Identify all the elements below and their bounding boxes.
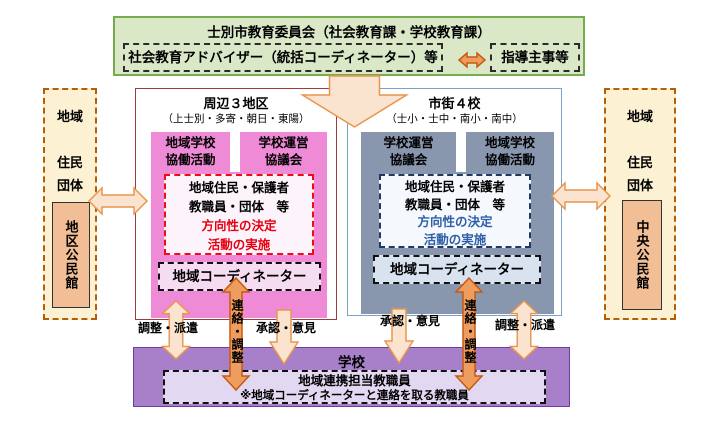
- contact-adjust-left-double-arrow-icon: [221, 276, 251, 392]
- left-activity-header: 地域学校 協働活動: [151, 132, 230, 172]
- city-schools-cluster-box: 市街４校 （士小・士中・南小・南中） 学校運営 協議会 地域学校 協働活動 地域…: [347, 88, 562, 316]
- left-members-box: 地域住民・保護者 教職員・団体 等 方向性の決定 活動の実施: [164, 174, 314, 255]
- right-region-groups-label: 団体: [626, 178, 653, 193]
- board-title: 士別市教育委員会（社会教育課・学校教育課）: [207, 25, 491, 40]
- adjust-dispatch-left-double-arrow-icon: [160, 300, 192, 360]
- left-region-area-label: 地域: [56, 109, 83, 124]
- left-cluster-title: 周辺３地区: [203, 96, 269, 111]
- adjust-dispatch-right-label: 調整・派遣: [494, 318, 555, 332]
- left-region-groups-label: 団体: [56, 178, 83, 193]
- liaison-staff-box: 地域連携担当教職員 ※地域コーディネーターと連絡を取る教職員: [163, 370, 546, 404]
- right-members-line1: 地域住民・保護者: [404, 180, 505, 194]
- social-education-advisor-box: 社会教育アドバイザー（統括コーディネーター）等: [123, 43, 443, 72]
- right-council-header: 学校運営 協議会: [361, 132, 456, 172]
- left-region-double-arrow-icon: [87, 186, 149, 216]
- board-to-clusters-down-arrow-icon: [299, 75, 410, 128]
- left-cluster-subtitle: （上士別・多寄・朝日・東陽）: [162, 113, 310, 125]
- approval-opinion-right-down-arrow-icon: [383, 308, 415, 365]
- contact-adjust-left-label: 連絡・調整: [230, 299, 244, 364]
- right-region-area-label: 地域: [626, 109, 653, 124]
- right-members-box: 地域住民・保護者 教職員・団体 等 方向性の決定 活動の実施: [379, 174, 531, 248]
- liaison-staff-note: ※地域コーディネーターと連絡を取る教職員: [240, 390, 469, 402]
- surrounding-districts-cluster-box: 周辺３地区 （上士別・多寄・朝日・東陽） 地域学校 協働活動 学校運営 協議会 …: [135, 88, 337, 320]
- right-activity-header: 地域学校 協働活動: [466, 132, 554, 172]
- adjust-dispatch-left-label: 調整・派遣: [137, 321, 198, 335]
- left-council-header: 学校運営 協議会: [240, 132, 327, 172]
- approval-opinion-left-down-arrow-icon: [268, 309, 300, 366]
- left-decision-label: 方向性の決定: [201, 219, 277, 233]
- approval-opinion-right-label: 承認・意見: [379, 314, 440, 328]
- right-members-line2: 教職員・団体 等: [404, 197, 505, 212]
- right-cluster-subtitle: （士小・士中・南小・南中）: [386, 113, 523, 125]
- adjust-dispatch-right-double-arrow-icon: [508, 300, 540, 360]
- right-decision-label: 方向性の決定: [417, 215, 493, 229]
- advisor-supervisor-double-arrow-icon: [457, 51, 487, 69]
- right-region-double-arrow-icon: [550, 181, 612, 211]
- board-of-education-box: 士別市教育委員会（社会教育課・学校教育課） 社会教育アドバイザー（統括コーディネ…: [113, 16, 585, 76]
- left-members-line1: 地域住民・保護者: [188, 181, 289, 195]
- contact-adjust-right-double-arrow-icon: [454, 276, 484, 392]
- central-community-hall-box: 中央公民館: [622, 200, 662, 310]
- liaison-staff-label: 地域連携担当教職員: [298, 374, 411, 388]
- right-region-residents-label: 住民: [626, 155, 653, 170]
- right-coordinator-box: 地域コーディネーター: [373, 255, 541, 284]
- left-members-line2: 教職員・団体 等: [188, 200, 289, 214]
- right-community-region-box: 地域 住民 団体 中央公民館: [604, 88, 676, 320]
- left-community-region-box: 地域 住民 団体 地区公民館: [43, 88, 97, 320]
- supervisor-box: 指導主事等: [490, 43, 580, 72]
- right-action-label: 活動の実施: [423, 232, 487, 247]
- school-box: 学校 地域連携担当教職員 ※地域コーディネーターと連絡を取る教職員: [133, 347, 570, 407]
- contact-adjust-right-label: 連絡・調整: [463, 299, 477, 364]
- approval-opinion-left-label: 承認・意見: [255, 321, 316, 335]
- left-region-residents-label: 住民: [56, 155, 83, 170]
- district-community-hall-box: 地区公民館: [52, 202, 90, 308]
- left-action-label: 活動の実施: [207, 238, 271, 252]
- right-cluster-title: 市街４校: [428, 96, 481, 111]
- school-title: 学校: [338, 355, 365, 370]
